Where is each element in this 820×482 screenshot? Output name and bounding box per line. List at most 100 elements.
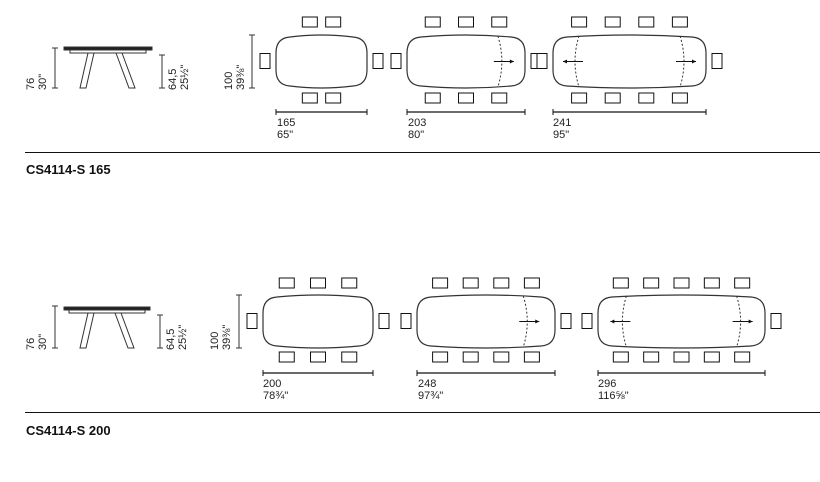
chair-icon xyxy=(325,92,342,104)
chair-icon xyxy=(643,351,660,363)
chair-icon xyxy=(638,16,655,28)
width-in-label: 39⅜" xyxy=(221,324,233,350)
chair-icon xyxy=(604,16,621,28)
height-cm-label: 76 xyxy=(25,337,37,350)
chair-icon xyxy=(325,16,342,28)
table-outline xyxy=(597,294,766,349)
leg-left xyxy=(79,52,95,89)
chair-icon xyxy=(612,351,629,363)
separator-line xyxy=(25,412,820,413)
length-cm: 200 xyxy=(263,378,282,390)
chair-icon xyxy=(458,92,474,104)
arrowhead-icon xyxy=(563,59,568,64)
chair-icon xyxy=(372,53,384,69)
chair-icon xyxy=(432,351,449,363)
chair-icon xyxy=(424,16,441,28)
chair-icon xyxy=(523,277,540,289)
model-title: CS4114-S 200 xyxy=(26,423,111,438)
chair-icon xyxy=(432,277,449,289)
chair-icon xyxy=(671,16,688,28)
chair-icon xyxy=(581,313,593,329)
length-in: 80" xyxy=(408,129,425,141)
length-248-label: 248 97¾" xyxy=(418,378,443,402)
length-in: 65" xyxy=(277,129,294,141)
clearance-cm-label: 64,5 xyxy=(165,328,177,350)
length-cm: 165 xyxy=(277,117,296,129)
chair-icon xyxy=(571,16,588,28)
chair-icon xyxy=(536,53,548,69)
chair-icon xyxy=(560,313,572,329)
chair-icon xyxy=(643,277,660,289)
chair-icon xyxy=(491,16,508,28)
length-165-label: 165 65" xyxy=(277,117,295,141)
clearance-in-label: 25½" xyxy=(177,324,189,350)
chair-icon xyxy=(341,351,358,363)
chair-icon xyxy=(400,313,412,329)
length-296-label: 296 116⅝" xyxy=(598,378,629,402)
table-outline xyxy=(275,34,368,89)
chair-icon xyxy=(301,16,318,28)
chair-icon xyxy=(571,92,588,104)
length-cm: 248 xyxy=(418,378,437,390)
plan-view-296 xyxy=(581,277,782,376)
chair-icon xyxy=(424,92,441,104)
arrowhead-icon xyxy=(691,59,696,64)
plan-view-203 xyxy=(390,16,542,115)
length-cm: 296 xyxy=(598,378,617,390)
length-in: 95" xyxy=(553,129,570,141)
length-cm: 203 xyxy=(408,117,427,129)
plan-view-241 xyxy=(536,16,723,115)
chair-icon xyxy=(462,351,479,363)
arrowhead-icon xyxy=(610,319,615,324)
chair-icon xyxy=(671,92,688,104)
side-elevation xyxy=(52,34,255,89)
table-apron xyxy=(69,49,147,54)
chair-icon xyxy=(310,351,326,363)
chair-icon xyxy=(493,351,510,363)
chair-icon xyxy=(703,351,720,363)
width-cm-label: 100 xyxy=(209,331,221,350)
arrowhead-icon xyxy=(748,319,753,324)
chair-icon xyxy=(493,277,510,289)
chair-icon xyxy=(259,53,271,69)
table-outline xyxy=(416,294,556,349)
chair-icon xyxy=(246,313,258,329)
chair-icon xyxy=(462,277,479,289)
chair-icon xyxy=(638,92,655,104)
chair-icon xyxy=(673,277,690,289)
leg-left xyxy=(79,312,95,349)
chair-icon xyxy=(378,313,390,329)
length-in: 78¾" xyxy=(263,390,289,402)
plan-view-248 xyxy=(400,277,572,376)
chair-icon xyxy=(491,92,508,104)
chair-icon xyxy=(390,53,402,69)
length-in: 97¾" xyxy=(418,390,444,402)
table-outline xyxy=(552,34,707,89)
plan-view-200 xyxy=(246,277,390,376)
chair-icon xyxy=(612,277,629,289)
chair-icon xyxy=(523,351,540,363)
plan-view-165 xyxy=(259,16,384,115)
chair-icon xyxy=(734,351,751,363)
chair-icon xyxy=(703,277,720,289)
section-cs4114-s-165: 76 30" 64,5 25½" 100 39⅜" 165 65" 203 80… xyxy=(0,0,820,200)
model-title: CS4114-S 165 xyxy=(26,162,111,177)
chair-icon xyxy=(458,16,474,28)
chair-icon xyxy=(301,92,318,104)
separator-line xyxy=(25,152,820,153)
arrowhead-icon xyxy=(535,319,540,324)
chair-icon xyxy=(673,351,690,363)
table-outline xyxy=(406,34,526,89)
side-elevation xyxy=(52,294,242,349)
chair-icon xyxy=(341,277,358,289)
chair-icon xyxy=(278,351,295,363)
length-cm: 241 xyxy=(553,117,572,129)
chair-icon xyxy=(310,277,326,289)
chair-icon xyxy=(770,313,782,329)
chair-icon xyxy=(734,277,751,289)
length-241-label: 241 95" xyxy=(553,117,571,141)
length-in: 116⅝" xyxy=(598,390,629,402)
leg-right xyxy=(115,52,136,89)
chair-icon xyxy=(278,277,295,289)
